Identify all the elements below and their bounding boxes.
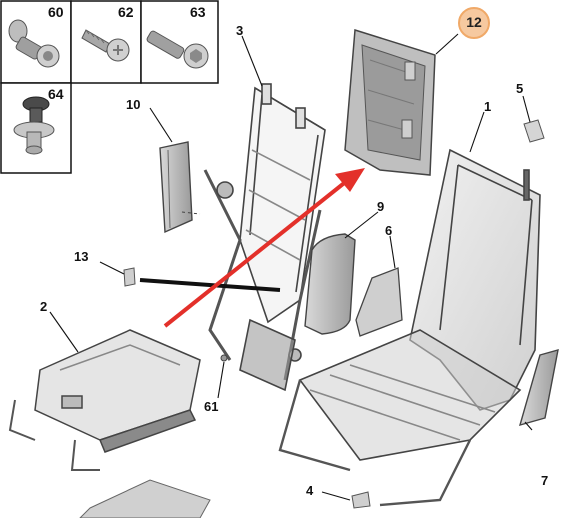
thumb-60-box [0,0,72,84]
pointer-13-line [139,278,281,292]
leader-lines [49,33,533,501]
thumb-label-60: 60 [48,4,64,20]
clip-13-part [123,267,136,287]
highlight-badge [458,7,490,39]
screw-60-icon [8,19,60,68]
thumb-label-62: 62 [118,4,134,20]
floor-part [79,479,211,518]
seat-pan-part [8,329,201,471]
side-trim-part [159,141,201,234]
seat-frame-part [278,148,541,507]
callout-61: 61 [204,399,219,414]
callout-13: 13 [74,249,89,264]
trim-6-part [355,267,403,337]
callout-4: 4 [306,483,314,498]
callout-2: 2 [40,299,48,314]
screw-61-part [220,354,228,362]
screw-63-icon [146,30,209,69]
clip-64-icon [13,96,55,155]
callout-10: 10 [126,97,141,112]
callout-3: 3 [236,23,244,38]
thumbnail-grid [0,0,219,174]
callout-12-highlighted: 12 [466,14,482,30]
callout-9: 9 [377,199,385,214]
rear-panel-part [344,29,436,176]
thumb-label-64: 64 [48,86,64,102]
cap-4-part [351,491,371,509]
callout-7: 7 [541,473,549,488]
cushion-pad-part [304,233,356,335]
thumb-label-63: 63 [190,4,206,20]
callout-1: 1 [484,99,492,114]
callout-6: 6 [385,223,393,238]
cap-5-part [523,119,545,143]
callout-5: 5 [516,81,524,96]
backrest-frame-part [203,83,326,392]
side-trim-7-part [518,349,559,427]
highlight-arrow [163,168,365,328]
screw-62-icon [81,29,130,62]
